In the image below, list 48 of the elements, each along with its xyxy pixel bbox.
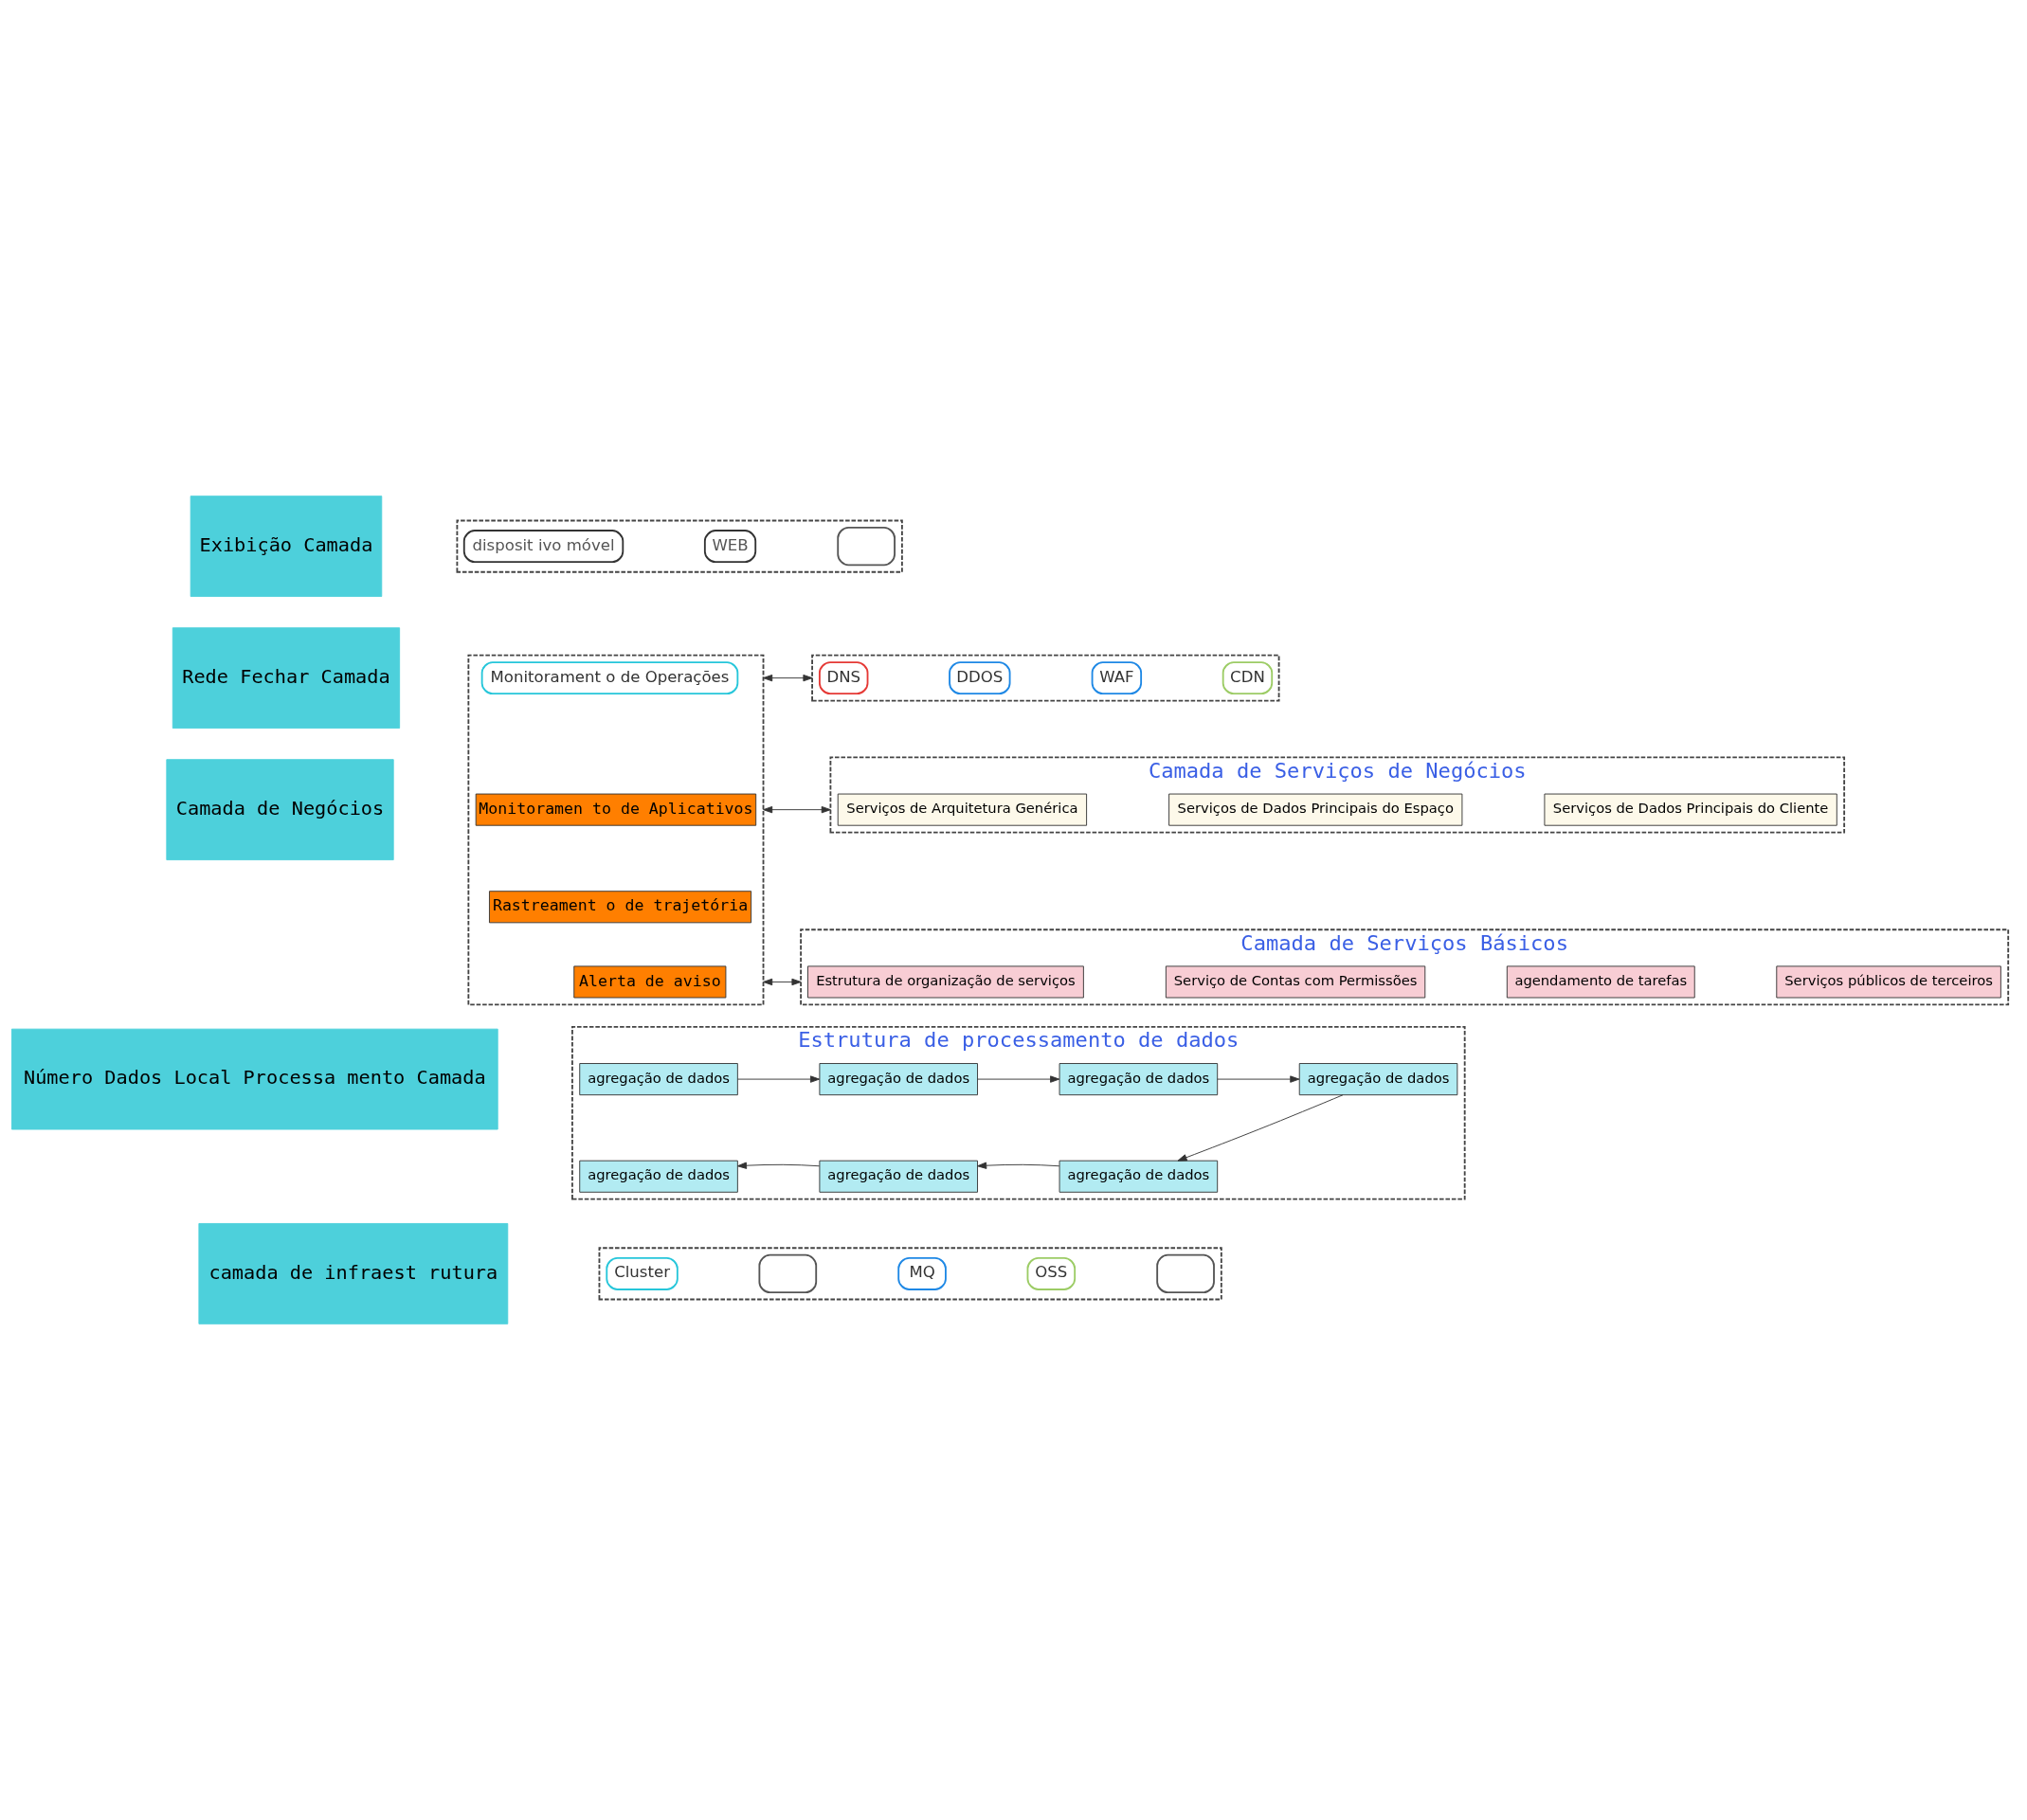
node-box: MQ xyxy=(897,1256,947,1290)
node-box: CDN xyxy=(1222,661,1274,695)
node-box: Alerta de aviso xyxy=(573,965,727,999)
node-box: Cluster xyxy=(606,1256,679,1290)
node-box: Serviço de Contas com Permissões xyxy=(1165,965,1426,999)
cluster xyxy=(456,519,903,573)
node-box: Camada de Negócios xyxy=(166,759,394,861)
arrow xyxy=(736,1075,821,1083)
node-box: agregação de dados xyxy=(579,1160,738,1193)
node-box: Monitoramen to de Aplicativos xyxy=(475,793,757,826)
arrow xyxy=(763,978,802,986)
node-box: agregação de dados xyxy=(819,1063,978,1096)
node-box xyxy=(1156,1253,1215,1294)
node-box: Rastreament o de trajetória xyxy=(489,891,752,924)
node-box: WAF xyxy=(1091,661,1143,695)
node-box: agregação de dados xyxy=(1059,1063,1219,1096)
node-box: DNS xyxy=(819,661,869,695)
node-box: agregação de dados xyxy=(1059,1160,1219,1193)
node-box: agregação de dados xyxy=(819,1160,978,1193)
node-box: Número Dados Local Processa mento Camada xyxy=(10,1028,498,1130)
node-box: Serviços de Arquitetura Genérica xyxy=(837,793,1088,826)
node-box: Exibição Camada xyxy=(190,496,383,597)
node-box: Serviços de Dados Principais do Cliente xyxy=(1544,793,1837,826)
node-box xyxy=(837,526,896,567)
node-box: disposit ivo móvel xyxy=(462,530,624,564)
arrow xyxy=(1217,1075,1300,1083)
node-box: OSS xyxy=(1026,1256,1077,1290)
node-box: WEB xyxy=(703,530,757,564)
arrow xyxy=(977,1162,1060,1169)
node-box xyxy=(758,1253,818,1294)
node-box: Estrutura de organização de serviços xyxy=(807,965,1084,999)
arrow xyxy=(763,805,831,814)
node-box: agregação de dados xyxy=(1298,1063,1458,1096)
arrow xyxy=(977,1075,1060,1083)
arrow xyxy=(763,674,813,682)
node-box: camada de infraest rutura xyxy=(198,1223,509,1324)
node-box: agregação de dados xyxy=(579,1063,738,1096)
node-box: Monitorament o de Operações xyxy=(480,661,739,695)
node-box: Serviços de Dados Principais do Espaço xyxy=(1168,793,1463,826)
node-box: DDOS xyxy=(949,661,1011,695)
cluster xyxy=(598,1247,1222,1301)
cluster xyxy=(467,654,765,1006)
arrow xyxy=(736,1162,821,1169)
node-box: Rede Fechar Camada xyxy=(172,627,401,729)
node-box: Serviços públicos de terceiros xyxy=(1776,965,2001,999)
node-box: agendamento de tarefas xyxy=(1506,965,1695,999)
arrow xyxy=(1177,1094,1344,1162)
cluster xyxy=(811,654,1280,702)
